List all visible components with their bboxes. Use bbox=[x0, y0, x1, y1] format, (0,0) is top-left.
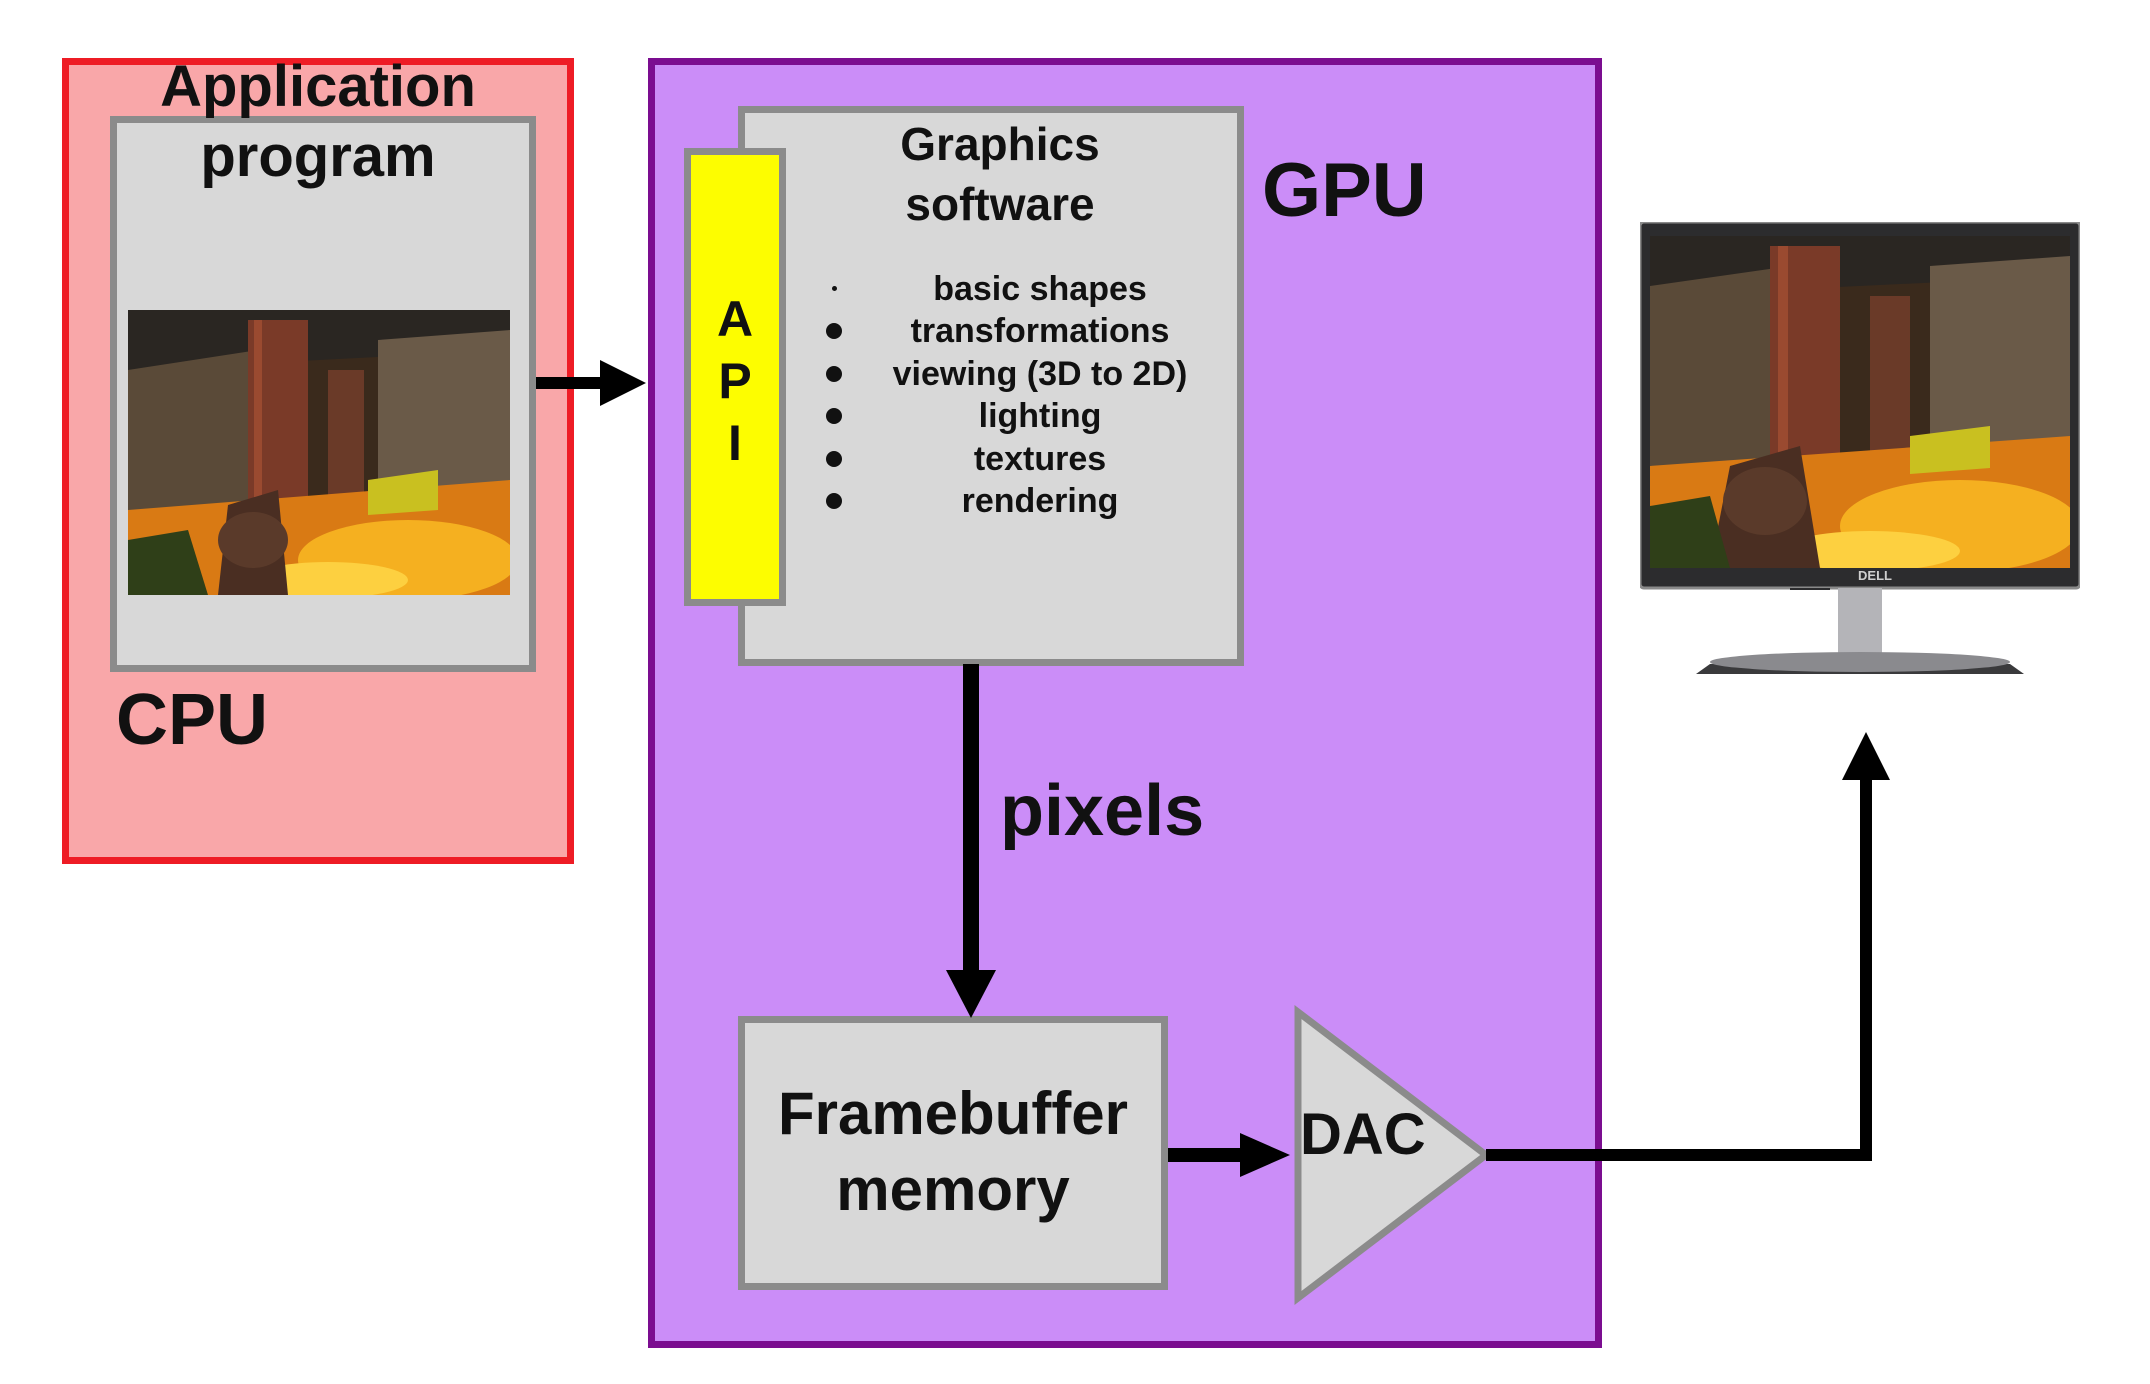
list-item: rendering bbox=[818, 480, 1218, 522]
bullet-icon bbox=[826, 408, 842, 425]
framebuffer-memory-label: Framebuffer memory bbox=[738, 1076, 1168, 1228]
graphics-title-line2: software bbox=[905, 178, 1095, 230]
gpu-label: GPU bbox=[1262, 148, 1427, 233]
bullet-icon bbox=[826, 323, 842, 340]
list-item: lighting bbox=[818, 395, 1218, 437]
list-item: textures bbox=[818, 438, 1218, 480]
graphics-title-line1: Graphics bbox=[900, 118, 1100, 170]
list-item-label: textures bbox=[973, 439, 1107, 478]
graphics-software-box bbox=[738, 106, 1244, 666]
api-bar: A P I bbox=[684, 148, 786, 606]
list-item-label: basic shapes bbox=[933, 270, 1147, 308]
pixels-label: pixels bbox=[1000, 771, 1205, 851]
bullet-icon bbox=[826, 492, 842, 509]
list-item-label: transformations bbox=[910, 312, 1170, 351]
cpu-label: CPU bbox=[116, 680, 269, 760]
api-letter-a: A bbox=[716, 291, 754, 347]
list-item: viewing (3D to 2D) bbox=[818, 353, 1218, 395]
application-title-line2: program bbox=[200, 124, 436, 189]
list-item-label: rendering bbox=[961, 481, 1119, 520]
list-item: transformations bbox=[818, 310, 1218, 352]
arrow-cpu-to-api bbox=[536, 360, 646, 406]
dac-label: DAC bbox=[1300, 1102, 1426, 1167]
arrow-pixels-down bbox=[946, 664, 996, 1018]
application-title-line1: Application bbox=[160, 54, 476, 119]
list-item-label: lighting bbox=[978, 397, 1102, 436]
framebuffer-line2: memory bbox=[836, 1156, 1070, 1223]
api-letter-p: P bbox=[718, 353, 752, 409]
monitor-brand: DELL bbox=[1858, 568, 1892, 583]
game-scene-icon bbox=[128, 310, 510, 595]
monitor-screen-image bbox=[1650, 236, 2070, 568]
framebuffer-line1: Framebuffer bbox=[777, 1080, 1129, 1147]
list-item: basic shapes bbox=[818, 268, 1218, 310]
dac-triangle bbox=[1294, 1004, 1492, 1306]
list-item-label: viewing (3D to 2D) bbox=[892, 354, 1188, 393]
bullet-icon bbox=[826, 365, 842, 382]
monitor-stand-neck bbox=[1838, 588, 1882, 656]
graphics-software-list: basic shapes transformations viewing (3D… bbox=[818, 268, 1218, 522]
application-program-title: Application program bbox=[62, 52, 574, 192]
bullet-icon bbox=[826, 450, 842, 467]
api-letter-i: I bbox=[728, 415, 742, 471]
arrow-framebuffer-to-dac bbox=[1168, 1133, 1290, 1177]
framebuffer-memory-box bbox=[738, 1016, 1168, 1290]
graphics-software-title: Graphics software bbox=[840, 114, 1160, 234]
game-scene-icon bbox=[1650, 236, 2070, 568]
game-scene-image bbox=[128, 310, 510, 595]
arrow-dac-to-monitor bbox=[1486, 732, 1890, 1161]
bullet-icon bbox=[832, 286, 837, 291]
